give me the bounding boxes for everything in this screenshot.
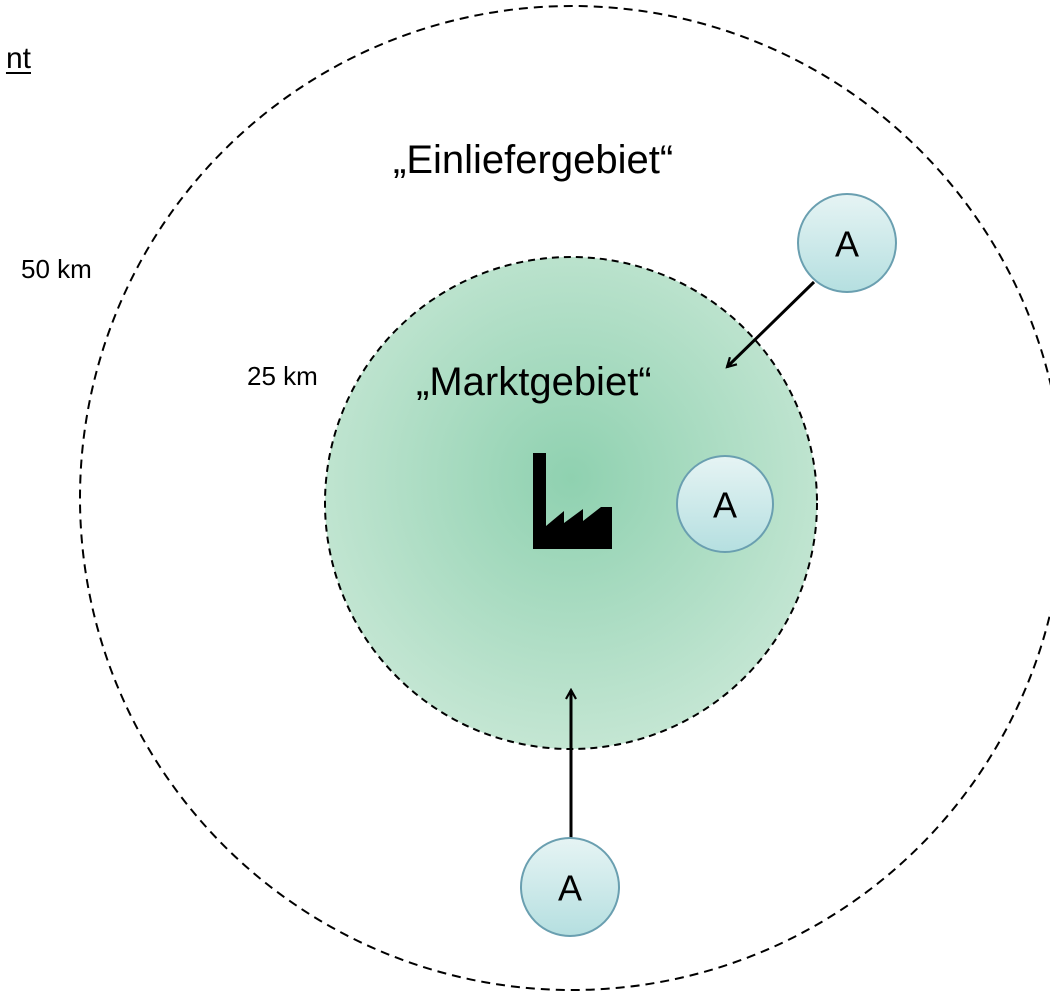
factory-icon	[533, 453, 612, 549]
title-fragment: nt	[5, 44, 31, 74]
node-letter: A	[558, 868, 582, 909]
node-top-right: A	[797, 193, 897, 293]
node-letter: A	[835, 224, 859, 265]
arrow-top-right-to-market	[727, 280, 816, 367]
inner-radius-label: 25 km	[247, 361, 318, 391]
delivery-area-label: „Einliefergebiet“	[393, 138, 674, 182]
outer-delivery-ring	[79, 5, 1050, 991]
market-area-label: „Marktgebiet“	[416, 360, 652, 404]
node-inner-right: A	[676, 455, 774, 553]
node-letter: A	[713, 485, 737, 526]
outer-radius-label: 50 km	[21, 254, 92, 284]
node-bottom: A	[520, 837, 620, 937]
